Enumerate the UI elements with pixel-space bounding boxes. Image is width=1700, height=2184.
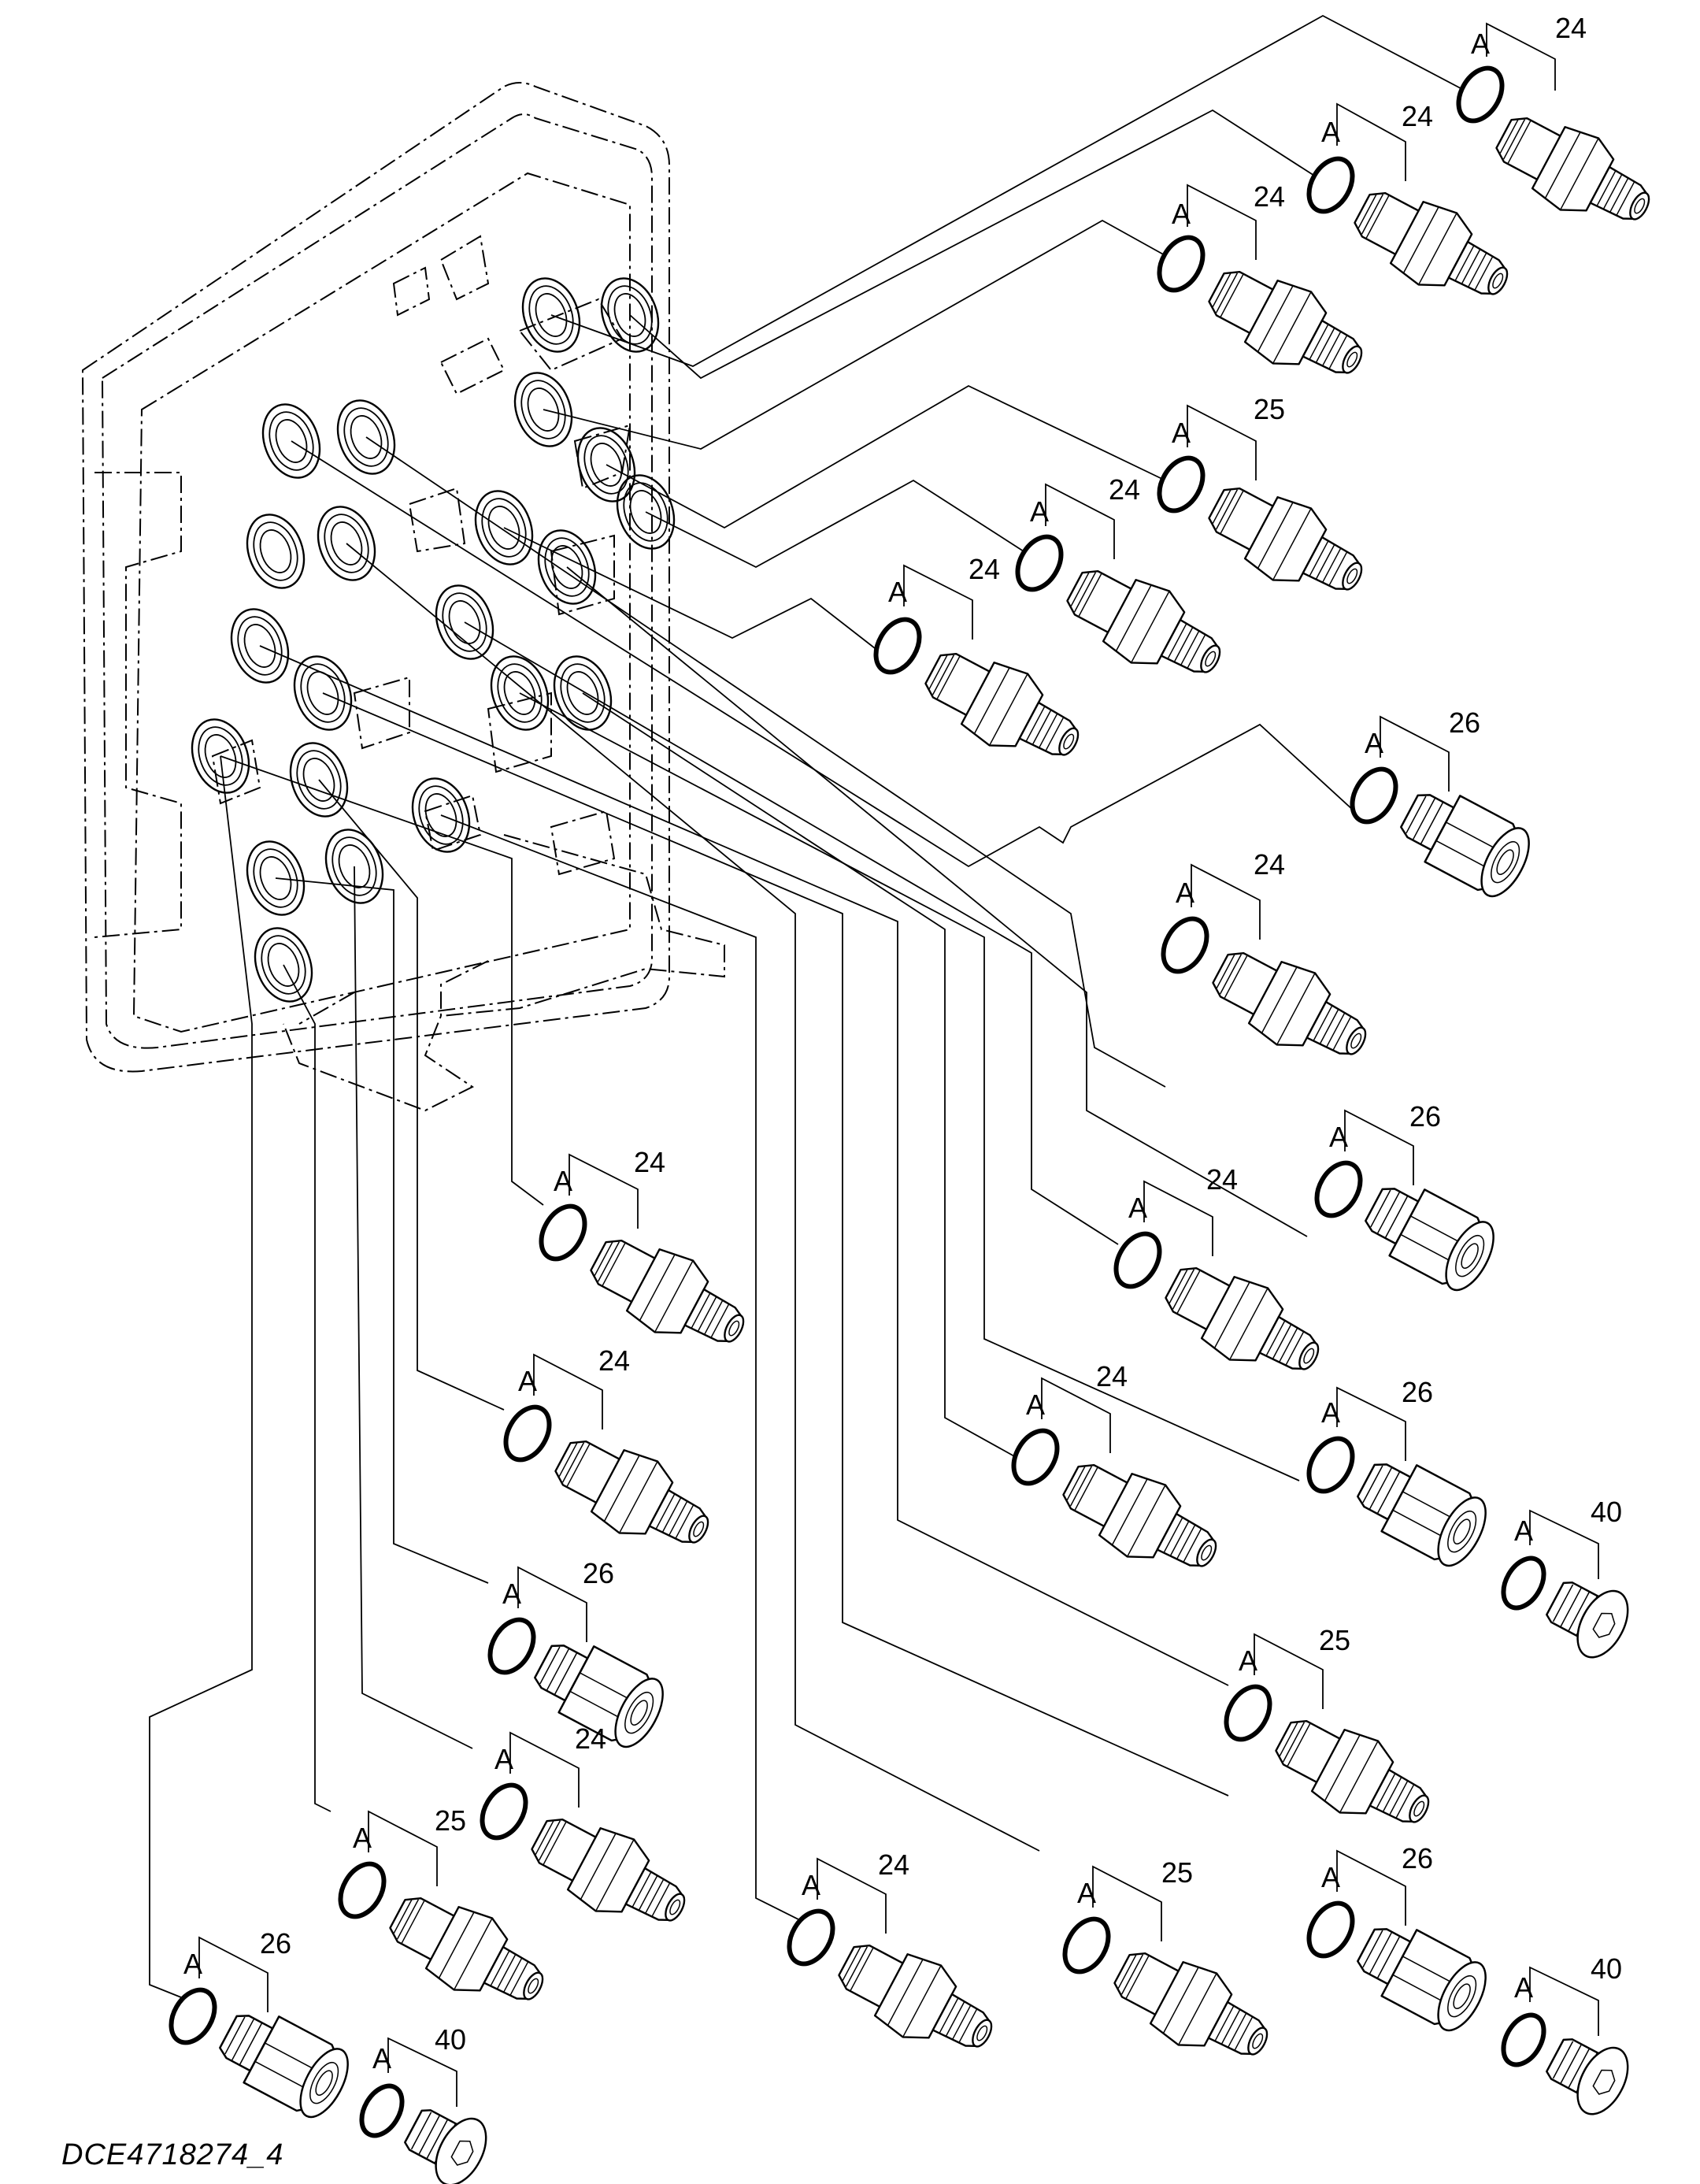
part-number: 24 bbox=[1402, 100, 1433, 132]
part-number: 25 bbox=[435, 1804, 466, 1837]
part-number: 26 bbox=[1449, 706, 1480, 739]
part-group-4: A 25 bbox=[1157, 393, 1379, 617]
part-number: 25 bbox=[1254, 393, 1285, 425]
part-number: 26 bbox=[1409, 1100, 1441, 1133]
oring-letter: A bbox=[1321, 1396, 1340, 1429]
part-number: 26 bbox=[260, 1927, 291, 1960]
part-group-24: A 40 bbox=[1501, 1952, 1639, 2124]
part-group-13: A 24 bbox=[1011, 1360, 1233, 1593]
part-number: 24 bbox=[1254, 848, 1285, 881]
part-group-10: A 24 bbox=[1113, 1163, 1335, 1396]
part-group-14: A 26 bbox=[1306, 1376, 1497, 1574]
part-group-22: A 26 bbox=[1306, 1842, 1497, 2039]
part-number: 24 bbox=[969, 553, 1000, 585]
oring-letter: A bbox=[1026, 1389, 1045, 1421]
part-group-5: A 24 bbox=[1015, 473, 1237, 699]
part-number: 40 bbox=[1591, 1496, 1622, 1528]
part-group-3: A 24 bbox=[1157, 180, 1379, 400]
part-group-15: A 40 bbox=[1501, 1496, 1639, 1667]
part-number: 24 bbox=[1096, 1360, 1128, 1392]
part-group-2: A 24 bbox=[1306, 100, 1524, 321]
oring-letter: A bbox=[1471, 28, 1490, 60]
part-group-9: A 26 bbox=[1314, 1100, 1505, 1299]
part-group-19: A 25 bbox=[338, 1804, 560, 2026]
part-group-16: A 26 bbox=[487, 1557, 674, 1756]
valve-block bbox=[81, 82, 725, 1112]
leader-lines bbox=[149, 14, 1473, 2001]
oring-letter: A bbox=[502, 1578, 521, 1610]
oring-letter: A bbox=[494, 1743, 513, 1775]
part-number: 25 bbox=[1161, 1856, 1193, 1889]
oring-letter: A bbox=[1030, 495, 1049, 528]
part-number: 25 bbox=[1319, 1624, 1350, 1656]
part-group-17: A 25 bbox=[1224, 1624, 1446, 1849]
oring-letter: A bbox=[1176, 877, 1194, 909]
part-group-18: A 24 bbox=[480, 1722, 702, 1948]
oring-letter: A bbox=[183, 1948, 202, 1980]
part-number: 26 bbox=[583, 1557, 614, 1589]
oring-letter: A bbox=[518, 1365, 537, 1397]
oring-letter: A bbox=[1514, 1515, 1533, 1547]
part-number: 24 bbox=[598, 1344, 630, 1377]
drawing-id: DCE4718274_4 bbox=[61, 2138, 283, 2171]
part-number: 24 bbox=[575, 1722, 606, 1755]
part-group-1: A 24 bbox=[1456, 12, 1666, 247]
part-group-7: A 26 bbox=[1350, 706, 1540, 905]
part-number: 24 bbox=[1254, 180, 1285, 213]
oring-letter: A bbox=[353, 1822, 372, 1854]
part-number: 26 bbox=[1402, 1376, 1433, 1408]
part-number: 24 bbox=[878, 1848, 909, 1881]
oring-letter: A bbox=[1172, 198, 1191, 230]
part-group-12: A 24 bbox=[503, 1344, 725, 1570]
part-number: 40 bbox=[435, 2023, 466, 2056]
part-number: 24 bbox=[1555, 12, 1587, 44]
oring-letter: A bbox=[372, 2042, 391, 2075]
part-group-11: A 24 bbox=[539, 1146, 761, 1369]
part-group-23: A 26 bbox=[169, 1927, 359, 2126]
oring-letter: A bbox=[888, 576, 907, 608]
part-group-25: A 40 bbox=[359, 2023, 498, 2184]
part-group-8: A 24 bbox=[1161, 848, 1383, 1081]
part-group-20: A 24 bbox=[787, 1848, 1009, 2074]
oring-letter: A bbox=[554, 1165, 572, 1197]
block-ports bbox=[191, 277, 676, 1003]
part-group-21: A 25 bbox=[1062, 1856, 1284, 2082]
part-number: 24 bbox=[1206, 1163, 1238, 1196]
part-number: 24 bbox=[634, 1146, 665, 1178]
part-number: 40 bbox=[1591, 1952, 1622, 1985]
oring-letter: A bbox=[1329, 1121, 1348, 1153]
oring-letter: A bbox=[1514, 1971, 1533, 2004]
oring-letter: A bbox=[1321, 1861, 1340, 1893]
oring-letter: A bbox=[1321, 116, 1340, 148]
oring-letter: A bbox=[802, 1869, 820, 1901]
oring-letter: A bbox=[1365, 727, 1383, 759]
oring-letter: A bbox=[1239, 1644, 1257, 1677]
oring-letter: A bbox=[1077, 1877, 1096, 1909]
part-group-6: A 24 bbox=[873, 553, 1095, 782]
part-number: 24 bbox=[1109, 473, 1140, 506]
part-number: 26 bbox=[1402, 1842, 1433, 1874]
oring-letter: A bbox=[1172, 417, 1191, 449]
oring-letter: A bbox=[1128, 1192, 1147, 1224]
